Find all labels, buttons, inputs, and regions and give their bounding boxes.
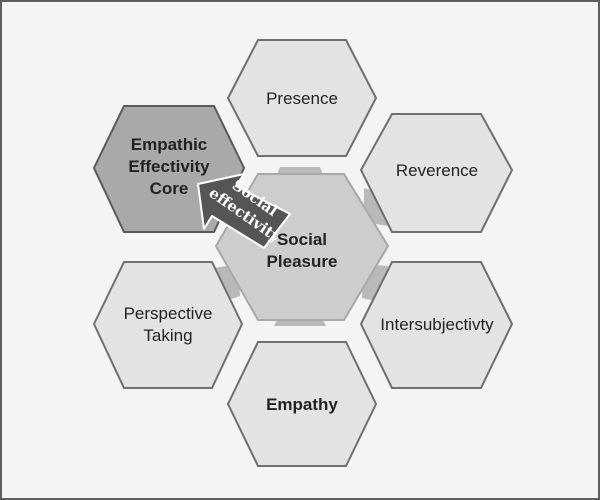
presence-label: Presence: [266, 89, 338, 108]
perspective-taking-label-line2: Taking: [143, 326, 192, 345]
empathic-core-label-line1: Empathic: [131, 135, 208, 154]
hexagon-empathy: [226, 341, 378, 467]
empathic-core-label-line3: Core: [150, 179, 189, 198]
perspective-taking-label-line1: Perspective: [124, 304, 213, 323]
hexagon-presence: [226, 39, 378, 157]
reverence-label: Reverence: [396, 161, 478, 180]
empathic-core-label-line2: Effectivity: [128, 157, 210, 176]
arrow-shape: [197, 173, 291, 249]
intersubjectivity-label: Intersubjectivty: [380, 315, 494, 334]
center-label-line2: Pleasure: [267, 252, 338, 271]
hexagon-perspective-taking: [92, 261, 244, 389]
empathy-label: Empathy: [266, 395, 338, 414]
hexagon-intersubjectivity: [359, 261, 514, 389]
center-label-line1: Social: [277, 230, 327, 249]
hexagon-reverence: [359, 113, 514, 233]
